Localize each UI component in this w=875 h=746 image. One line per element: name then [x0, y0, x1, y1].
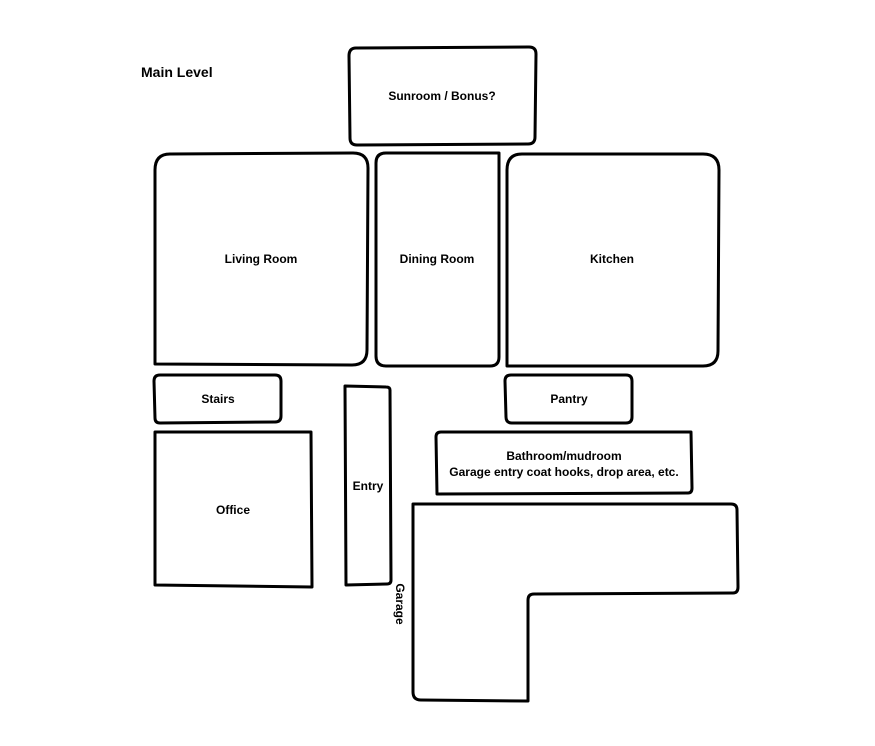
room-sunroom: Sunroom / Bonus? [347, 45, 538, 147]
room-pantry: Pantry [503, 373, 634, 425]
room-label-garage: Garage [393, 583, 407, 625]
room-label-entry: Entry [353, 479, 384, 493]
room-label-kitchen: Kitchen [590, 252, 634, 266]
room-label-bathroom-line2: Garage entry coat hooks, drop area, etc. [449, 465, 678, 479]
room-label-living: Living Room [225, 252, 298, 266]
room-garage: Garage [393, 502, 740, 703]
room-kitchen: Kitchen [505, 152, 721, 368]
room-label-pantry: Pantry [550, 392, 588, 406]
room-office: Office [153, 430, 314, 589]
room-label-dining: Dining Room [400, 252, 475, 266]
room-entry: Entry [343, 384, 393, 587]
room-bathroom: Bathroom/mudroom Garage entry coat hooks… [434, 430, 694, 496]
room-label-bathroom-line1: Bathroom/mudroom [506, 449, 621, 463]
room-dining: Dining Room [374, 151, 501, 368]
room-label-office: Office [216, 503, 250, 517]
room-label-stairs: Stairs [201, 392, 235, 406]
room-stairs: Stairs [152, 373, 283, 425]
room-label-sunroom: Sunroom / Bonus? [388, 89, 495, 103]
room-living: Living Room [153, 151, 370, 367]
page-title: Main Level [141, 64, 213, 80]
